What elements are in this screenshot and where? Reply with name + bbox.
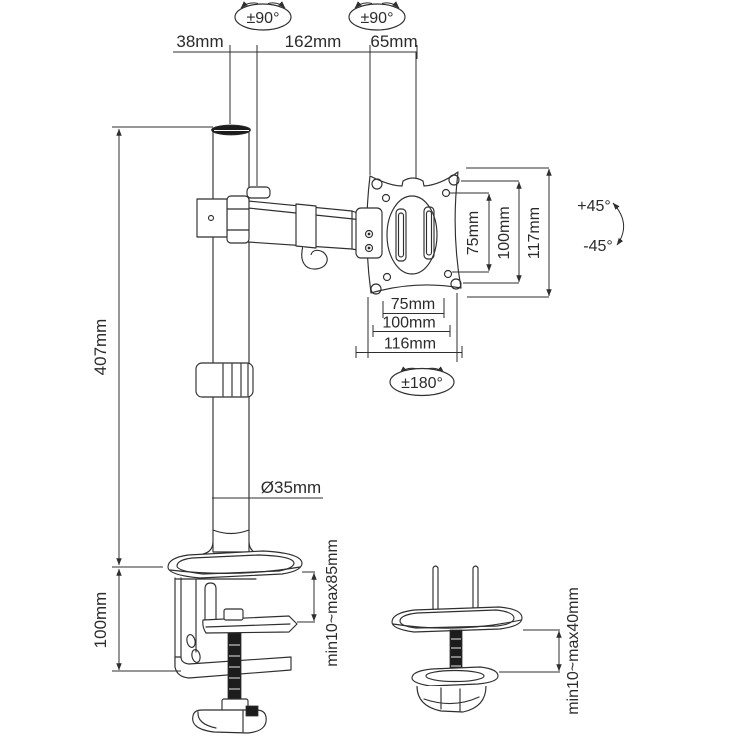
arm-slider-band (295, 203, 317, 249)
vesa-center-boss (386, 195, 438, 275)
dim-grommet-range: min10~max40mm (565, 587, 582, 715)
cable-hole (186, 634, 196, 648)
vesa-plate (366, 171, 462, 295)
grommet-bolt (432, 565, 439, 612)
dim-vesa-h-100: 100mm (382, 315, 435, 332)
guide-rod (204, 582, 217, 623)
dim-vesa-v-100: 100mm (496, 206, 513, 259)
knob-tab (245, 705, 259, 717)
height-adjust-collar (195, 362, 254, 398)
dim-top-arm: 162mm (285, 32, 342, 51)
pole-seam (212, 529, 250, 535)
vesa-hole-75 (382, 272, 392, 282)
vesa-hole-100 (371, 178, 383, 190)
dim-vesa-v-75: 75mm (465, 211, 482, 255)
dim-top-head: 65mm (370, 32, 417, 51)
badge-vesa-rotation: ±180° (389, 366, 455, 397)
vesa-slot (395, 208, 407, 262)
vesa-hole-75 (443, 269, 453, 279)
extension-lines (229, 52, 417, 186)
mount-screw (207, 214, 215, 222)
rotate-arrow-icon (240, 1, 259, 9)
grommet-threaded-rod (449, 629, 463, 674)
pole-clamp-rings (226, 195, 250, 244)
grommet-base (391, 565, 523, 713)
cable-hook (301, 245, 328, 270)
hinge-screw (364, 229, 374, 239)
dim-pole-diameter: Ø35mm (261, 478, 321, 497)
desk-clamp-base (167, 550, 303, 734)
dim-clamp-range: min10~max85mm (324, 539, 341, 667)
dim-vesa-v-117: 117mm (526, 207, 543, 259)
collar-ridges (222, 363, 249, 397)
rotate-arrow-icon (381, 1, 400, 9)
badge-vesa-rotation-label: ±180° (401, 375, 443, 392)
clamp-nut (223, 608, 244, 621)
dim-vesa-h-116: 116mm (384, 336, 436, 353)
base-plate (167, 550, 303, 579)
grommet-bolt (472, 565, 479, 612)
dim-top-offset: 38mm (176, 32, 223, 51)
arm-mount-block (196, 198, 228, 238)
dim-vesa-h-75: 75mm (391, 296, 435, 313)
pivot-tab (246, 186, 271, 199)
vesa-hole-100 (370, 283, 382, 295)
badge-elbow-swivel-label: ±90° (361, 10, 394, 27)
rotate-arrow-icon (354, 1, 373, 9)
vesa-hole-75 (441, 188, 451, 198)
vesa-hole-100 (450, 278, 462, 290)
tilt-annotation: +45° -45° (577, 198, 624, 255)
grommet-bottom-disc (411, 666, 499, 687)
dim-clamp-height: 100mm (91, 592, 110, 649)
badge-pole-swivel: ±90° (234, 1, 292, 31)
badge-elbow-swivel: ±90° (348, 1, 406, 31)
threaded-rod (227, 632, 242, 701)
clamp-bracket-wall (174, 577, 257, 668)
dim-pole-height: 407mm (91, 319, 110, 376)
vesa-hole-75 (381, 193, 391, 203)
cable-hole (191, 649, 201, 663)
tilt-down-label: -45° (583, 238, 613, 255)
hinge-screw (364, 243, 374, 253)
pole (212, 128, 250, 553)
grommet-cup (416, 685, 487, 713)
badge-pole-swivel-label: ±90° (247, 10, 280, 27)
vesa-hole-100 (448, 174, 460, 186)
arm-assembly (196, 186, 383, 270)
rotate-arrow-icon (267, 1, 286, 9)
tilt-up-label: +45° (577, 198, 611, 215)
vesa-slot (423, 206, 435, 260)
dimension-lines: 38mm 162mm 65mm ±90° ±90° 407mm 100mm Ø3… (91, 1, 624, 715)
tilt-arc-arrow-icon (612, 202, 624, 246)
